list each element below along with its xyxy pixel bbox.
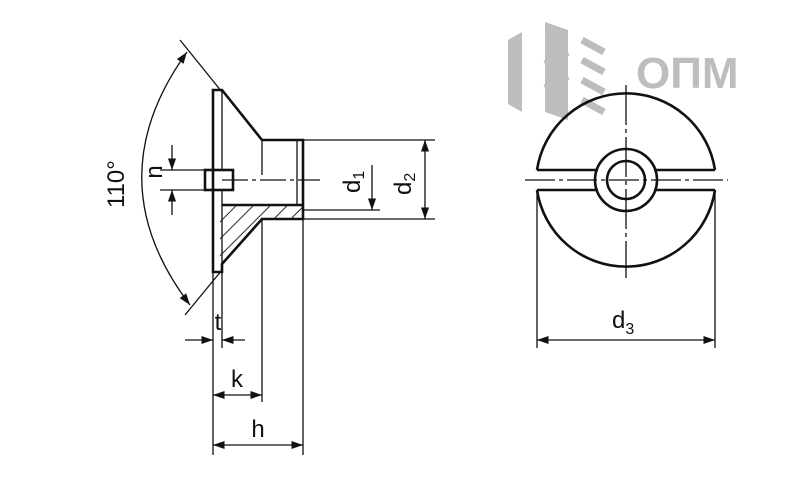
d2-label: d2 (390, 173, 419, 195)
opm-logo: ОПМ (508, 22, 739, 120)
d3-label: d3 (612, 307, 634, 338)
logo-text: ОПМ (636, 49, 739, 98)
k-label: k (231, 366, 244, 393)
t-label: t (215, 309, 222, 336)
screw-front-view (525, 85, 728, 278)
screw-side-view (203, 88, 320, 274)
n-label: n (141, 165, 168, 178)
angle-label: 110° (103, 160, 130, 208)
d1-label: d1 (339, 171, 368, 193)
angle-dimension (141, 51, 191, 306)
h-label: h (251, 416, 264, 443)
